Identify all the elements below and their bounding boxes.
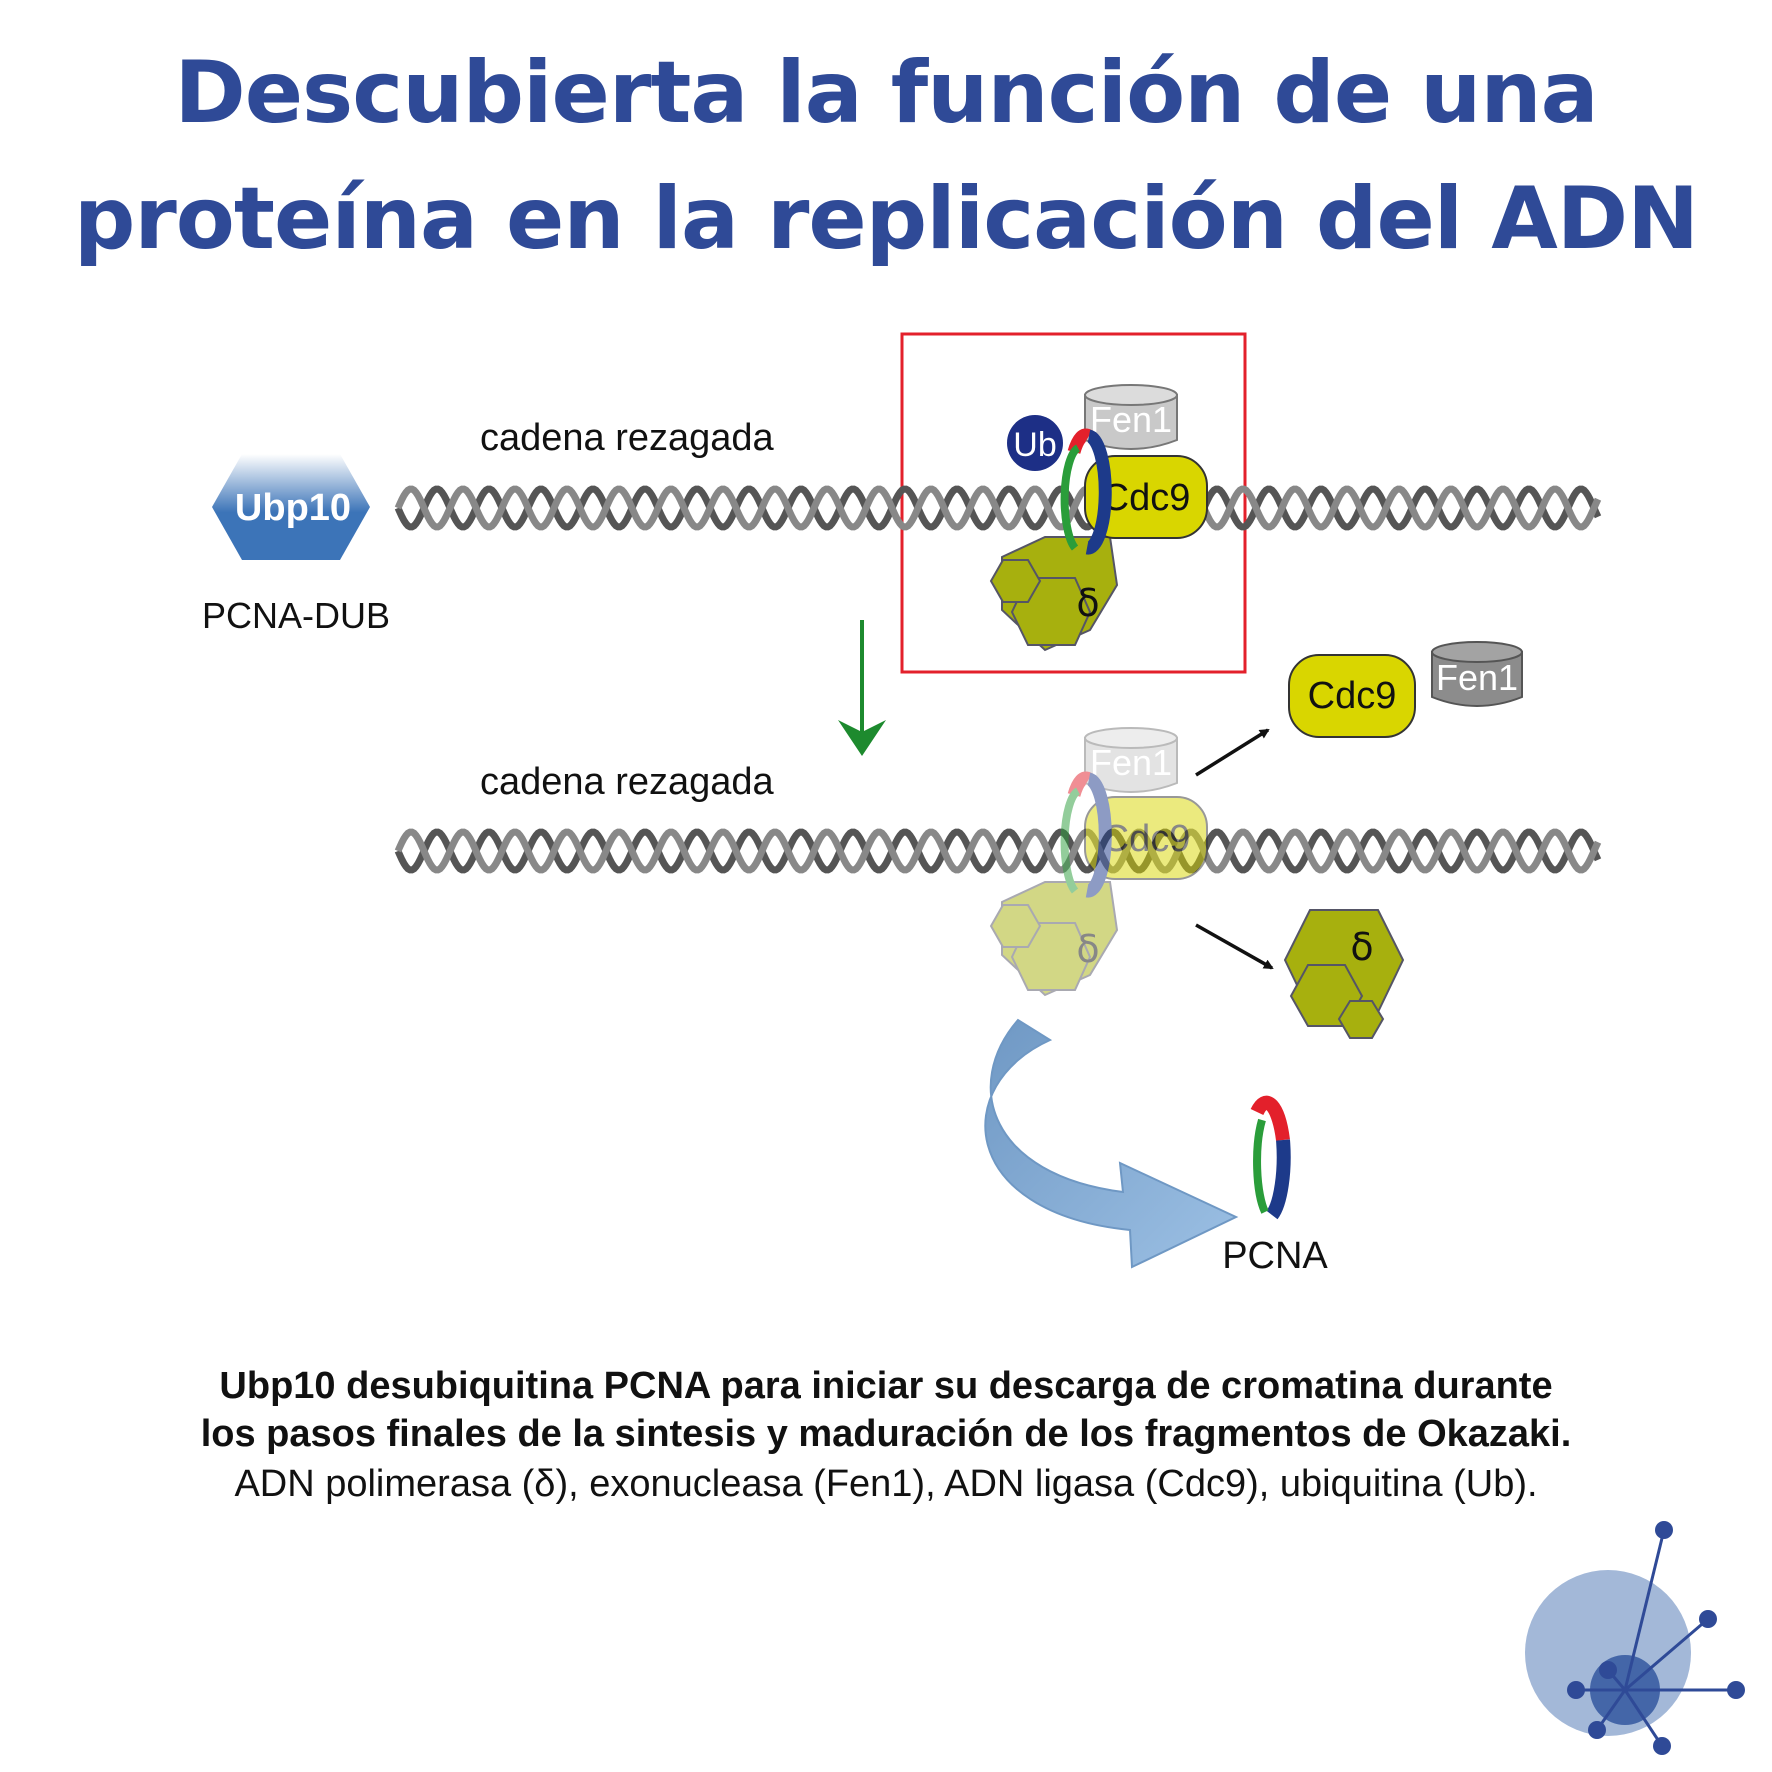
pcna-dub-label: PCNA-DUB (202, 595, 390, 636)
replication-complex-bottom-faded: Fen1 δ Cdc9 (989, 727, 1208, 997)
dna-strand (394, 828, 1602, 874)
title-line-1: Descubierta la función de una (174, 43, 1598, 143)
fen1-bottom-faded: Fen1 (1084, 727, 1178, 793)
pcna-label: PCNA (1222, 1235, 1328, 1277)
network-node-icon (1525, 1521, 1745, 1755)
polymerase-delta-released: δ (1283, 909, 1405, 1039)
cdc9-top-label: Cdc9 (1102, 477, 1191, 519)
dna-double-helix-top (394, 485, 1602, 531)
fen1-top: Fen1 (1084, 384, 1178, 450)
fen1-top-label: Fen1 (1090, 399, 1172, 440)
delta-top-label: δ (1076, 581, 1099, 625)
dna-double-helix-bottom (394, 828, 1602, 874)
fen1-released-label: Fen1 (1436, 657, 1518, 698)
ubp10-label: Ubp10 (235, 487, 351, 529)
fen1-bottom-label: Fen1 (1090, 742, 1172, 783)
pcna-ring-top (1060, 428, 1112, 555)
polymerase-delta-faded: δ (989, 881, 1119, 997)
polymerase-delta-top: δ (989, 536, 1119, 652)
dna-strand (394, 828, 1602, 874)
replication-complex-top: Fen1 δ Cdc9 Ub (989, 384, 1208, 652)
caption-legend-line: ADN polimerasa (δ), exonucleasa (Fen1), … (234, 1463, 1538, 1505)
fen1-released: Fen1 (1431, 641, 1523, 707)
highlight-box (900, 332, 1247, 674)
strand-label-top: cadena rezagada (480, 417, 775, 459)
ubp10-hexagon (212, 454, 370, 560)
delta-released-label: δ (1350, 925, 1373, 969)
ubiquitin: Ub (1007, 415, 1063, 471)
recycle-arrow (984, 1018, 1239, 1269)
cdc9-released-label: Cdc9 (1308, 675, 1397, 717)
transition-arrow (838, 620, 886, 756)
cdc9-bottom-faded: Cdc9 (1084, 796, 1208, 880)
dna-strand (394, 485, 1602, 531)
dna-strand (394, 485, 1602, 531)
caption-bold-line-2: los pasos finales de la sintesis y madur… (200, 1413, 1572, 1455)
cdc9-top: Cdc9 (1084, 455, 1208, 539)
release-arrow-down (1195, 923, 1274, 970)
release-arrow-up (1195, 728, 1270, 777)
pcna-ring-faded (1060, 771, 1112, 898)
cdc9-bottom-label: Cdc9 (1102, 818, 1191, 860)
strand-label-bottom: cadena rezagada (480, 761, 775, 803)
ubiquitin-label: Ub (1013, 426, 1056, 464)
pcna-free (1250, 1095, 1291, 1220)
delta-faded-label: δ (1076, 927, 1099, 971)
caption-bold-line-1: Ubp10 desubiquitina PCNA para iniciar su… (219, 1365, 1553, 1407)
title-line-2: proteína en la replicación del ADN (73, 169, 1699, 269)
cdc9-released: Cdc9 (1288, 654, 1416, 738)
